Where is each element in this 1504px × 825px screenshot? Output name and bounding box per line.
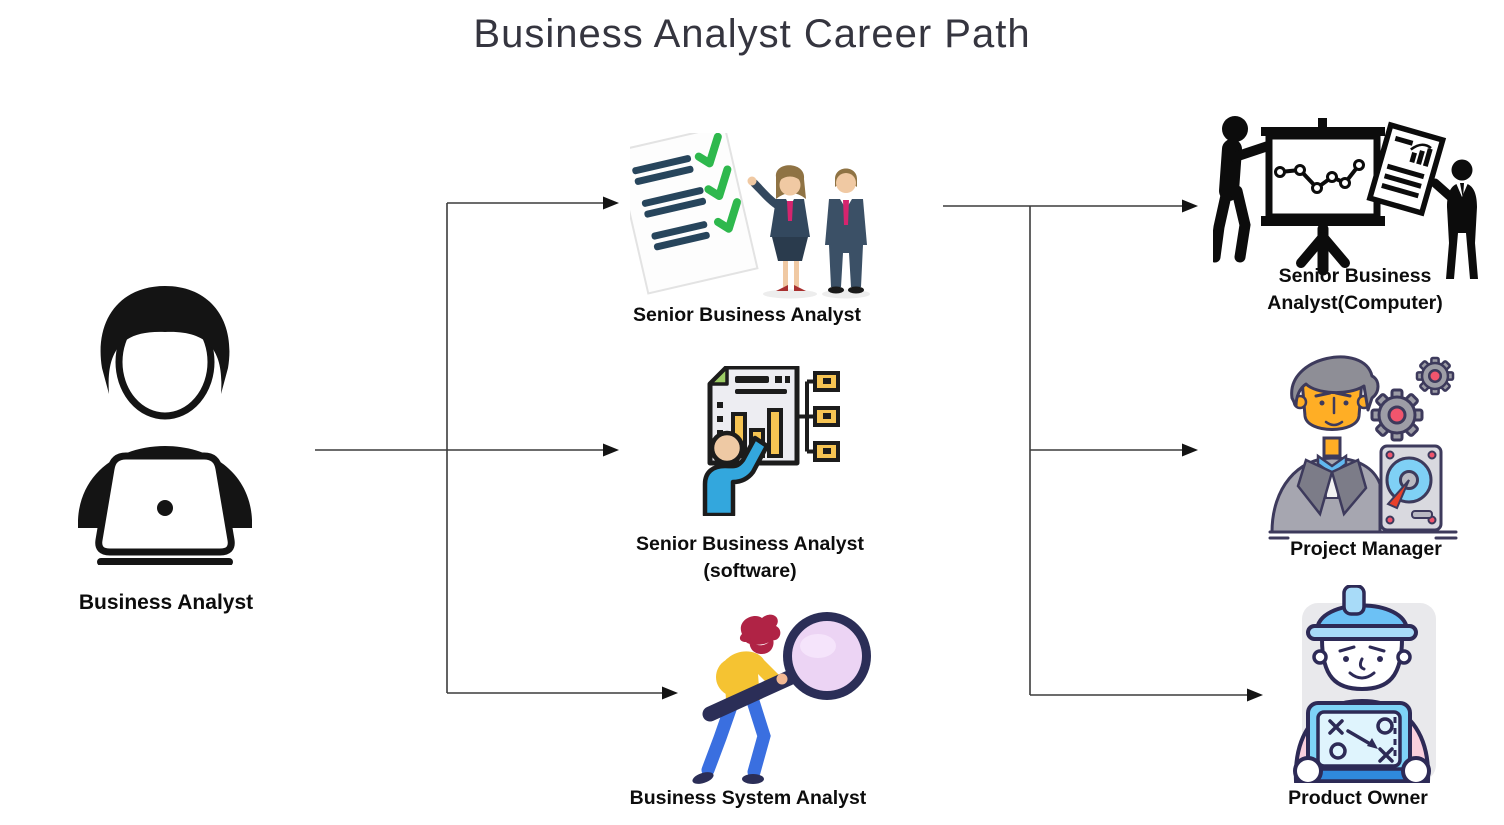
magnifying-glass: [702, 612, 871, 722]
arrowhead-to-sba: [603, 196, 619, 210]
assistant-silhouette: [1430, 159, 1478, 279]
arrowhead-to-sbac: [1182, 199, 1198, 213]
businessman-figure: [825, 168, 867, 294]
gear-icon: [1415, 356, 1455, 396]
arrowhead-to-sbas: [603, 443, 619, 457]
hierarchy-tree: [797, 379, 815, 454]
page-title: Business Analyst Career Path: [473, 12, 1031, 56]
label-line-2: (software): [703, 560, 797, 582]
arrowheads: [603, 196, 1263, 702]
hard-hat: [1306, 585, 1418, 641]
node-label-product-owner: Product Owner: [1288, 787, 1428, 809]
presentation-board: [1261, 118, 1385, 276]
label-line-1: Senior Business: [1278, 265, 1432, 287]
manager-figure: [1270, 355, 1382, 534]
person-with-chart-document-icon: [693, 366, 841, 516]
desk-line: [1268, 530, 1458, 540]
hard-drive: [1379, 444, 1443, 532]
businesswoman-figure: [747, 165, 810, 291]
arrowhead-to-pm: [1182, 443, 1198, 457]
manager-with-gears-harddrive-icon: [1268, 336, 1468, 540]
node-label-project-manager: Project Manager: [1290, 538, 1442, 560]
arrowhead-to-bsa: [662, 686, 678, 700]
report-document: [1366, 121, 1447, 217]
label-line-1: Senior Business Analyst: [636, 533, 864, 555]
label-line-2: Analyst(Computer): [1267, 292, 1443, 314]
node-label-business-analyst: Business Analyst: [78, 591, 254, 614]
node-label-senior-business-analyst-computer: Senior Business Analyst(Computer): [1205, 263, 1504, 317]
gear-icon: [1370, 388, 1424, 442]
checklist-with-businesspeople-icon: [630, 133, 873, 301]
node-label-senior-business-analyst: Senior Business Analyst: [633, 304, 861, 326]
face-features: [1338, 645, 1386, 680]
checklist-paper: [630, 133, 759, 295]
person-at-laptop-icon: [64, 280, 266, 565]
strategy-board: [1293, 701, 1431, 783]
person-with-magnifying-glass-icon: [690, 608, 875, 785]
presenter-at-chart-board-icon: [1213, 115, 1479, 285]
right-tree-lines: [943, 205, 1247, 696]
node-label-senior-business-analyst-software: Senior Business Analyst (software): [600, 531, 900, 585]
node-label-business-system-analyst: Business System Analyst: [629, 787, 867, 809]
presenter-silhouette: [1213, 116, 1276, 263]
arrowhead-to-po: [1247, 688, 1263, 702]
left-tree-lines: [315, 202, 662, 694]
engineer-with-strategy-board-icon: [1286, 585, 1438, 783]
